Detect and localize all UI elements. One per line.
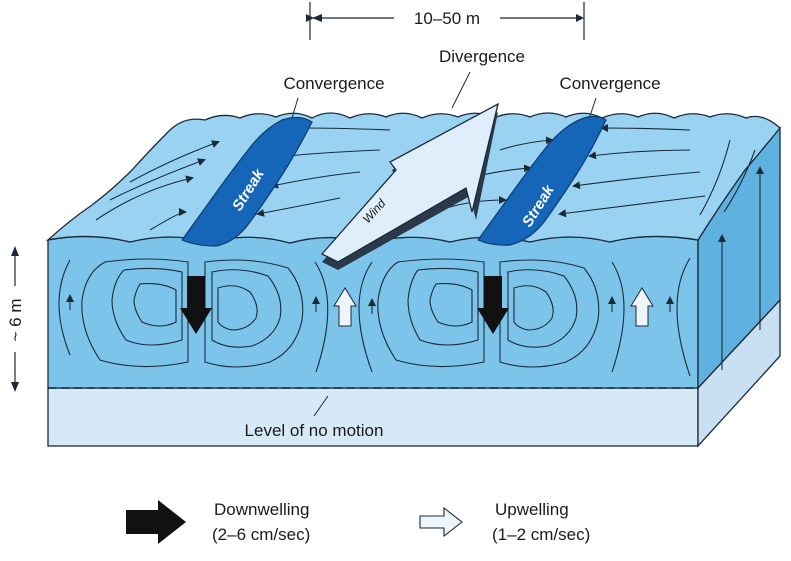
upwelling-arrow-left (333, 287, 357, 327)
legend-upwelling-arrow (419, 506, 463, 538)
width-dimension-label: 10–50 m (414, 9, 480, 28)
downwelling-arrow-right (477, 276, 509, 334)
divergence-label: Divergence (439, 47, 525, 66)
upwelling-arrow-right (630, 287, 654, 327)
legend-downwelling-arrow (126, 500, 186, 544)
legend-upwelling-title: Upwelling (495, 500, 569, 519)
divergence-leader (451, 71, 471, 109)
convergence-right-label: Convergence (559, 74, 660, 93)
level-no-motion-label: Level of no motion (245, 421, 384, 440)
legend-downwelling-title: Downwelling (214, 500, 309, 519)
convergence-left-leader (291, 97, 299, 119)
depth-dimension-label: ~ 6 m (6, 299, 25, 342)
circulation-cells (58, 166, 764, 377)
convergence-left-label: Convergence (283, 74, 384, 93)
legend-upwelling-rate: (1–2 cm/sec) (492, 525, 590, 544)
level-no-motion-leader (313, 395, 329, 417)
legend-downwelling-rate: (2–6 cm/sec) (212, 525, 310, 544)
convergence-right-leader (589, 97, 597, 117)
streak-right (477, 115, 607, 246)
streak-left (181, 116, 313, 247)
downwelling-arrow-left (180, 276, 212, 334)
width-dimension (306, 2, 585, 40)
depth-dimension (11, 246, 19, 392)
wind-arrow (320, 102, 499, 270)
legend: Downwelling (2–6 cm/sec) Upwelling (1–2 … (126, 500, 590, 544)
lower-layer-front (47, 387, 699, 447)
